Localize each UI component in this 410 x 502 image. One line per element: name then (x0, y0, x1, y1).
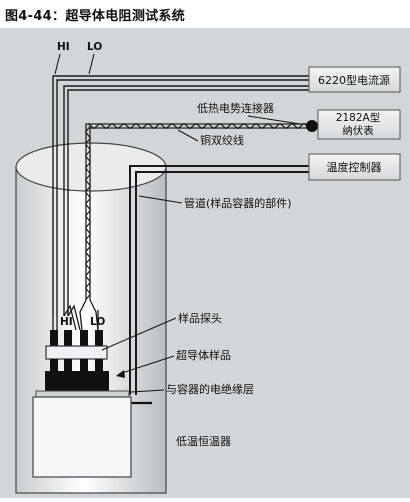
lo-probe-label: LO (90, 316, 105, 328)
hi-leader (54, 53, 61, 75)
current-source-wires (52, 75, 312, 316)
diagram-svg: 6220型电流源 2182A型 纳伏表 温度控制器 HI LO 低热电势连接器 … (0, 28, 410, 498)
insulation-leader (130, 389, 165, 393)
hi-probe-label: HI (60, 316, 73, 328)
lo-leader (88, 53, 95, 75)
lo-wire-label-top: LO (87, 41, 102, 53)
cryostat-label: 低温恒温器 (176, 435, 231, 448)
current-source-box[interactable]: 6220型电流源 (308, 66, 401, 93)
nanovoltmeter-label-line2: 纳伏表 (342, 124, 374, 137)
cold-stage (32, 390, 152, 478)
twisted-pair-wire (85, 123, 312, 301)
twisted-pair-leader (177, 129, 199, 142)
figure-title: 图4-44：超导体电阻测试系统 (5, 9, 186, 24)
low-thermal-connector-node (306, 120, 318, 132)
conduit-label: 管道(样品容器的部件) (184, 196, 292, 210)
twisted-pair-label: 铜双绞线 (200, 133, 244, 147)
superconductor-sample-leader (118, 355, 175, 375)
sample-probe-leader (101, 317, 177, 351)
sample-probe (45, 299, 109, 391)
superconductor-sample-arrow (116, 370, 125, 378)
superconductor-sample-label: 超导体样品 (176, 348, 231, 362)
conduit-leader (138, 195, 183, 204)
nanovoltmeter-box[interactable]: 2182A型 纳伏表 (317, 109, 401, 140)
temperature-controller-box[interactable]: 温度控制器 (308, 153, 401, 181)
temperature-controller-label: 温度控制器 (327, 160, 382, 174)
current-source-label: 6220型电流源 (318, 73, 390, 87)
sample-probe-label: 样品探头 (178, 311, 222, 325)
insulation-label: 与容器的电绝缘层 (166, 382, 254, 396)
hi-wire-label-top: HI (57, 41, 70, 53)
conduit-pipe (129, 165, 312, 395)
diagram-panel: 6220型电流源 2182A型 纳伏表 温度控制器 HI LO 低热电势连接器 … (0, 28, 410, 498)
superconductor-sample-block (45, 371, 109, 391)
thermo-connector-leader (247, 115, 301, 125)
thermo-connector-label: 低热电势连接器 (197, 102, 274, 115)
nanovoltmeter-label-line1: 2182A型 (336, 111, 380, 124)
